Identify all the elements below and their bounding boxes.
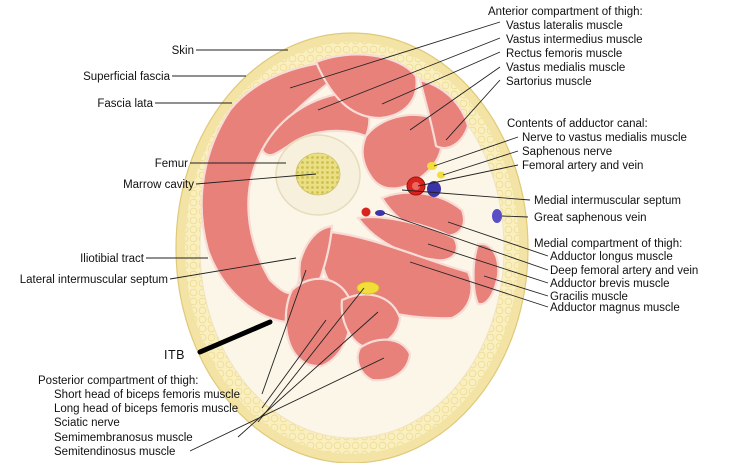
- great-saphenous-vein: [492, 209, 502, 223]
- label-saphenous-nerve: Saphenous nerve: [522, 146, 612, 158]
- marrow-cavity: [295, 152, 341, 196]
- label-sciatic-nerve: Sciatic nerve: [54, 417, 120, 429]
- label-deep-femoral: Deep femoral artery and vein: [550, 265, 698, 277]
- label-lateral-intermuscular-septum: Lateral intermuscular septum: [20, 274, 168, 286]
- label-adductor-magnus: Adductor magnus muscle: [550, 302, 680, 314]
- label-fascia-lata: Fascia lata: [97, 98, 153, 110]
- leader-lines: [146, 21, 549, 452]
- rectus-femoris-muscle: [314, 53, 418, 120]
- label-sartorius: Sartorius muscle: [506, 76, 592, 88]
- label-short-head-biceps: Short head of biceps femoris muscle: [54, 389, 240, 401]
- deep-femoral-artery: [361, 207, 371, 217]
- label-vastus-lateralis: Vastus lateralis muscle: [506, 20, 623, 32]
- long-head-biceps-femoris-muscle: [284, 277, 352, 368]
- label-vastus-medialis: Vastus medialis muscle: [506, 62, 625, 74]
- label-posterior-header: Posterior compartment of thigh:: [38, 375, 198, 387]
- label-superficial-fascia: Superficial fascia: [83, 71, 171, 83]
- label-long-head-biceps: Long head of biceps femoris muscle: [54, 403, 238, 415]
- label-great-saphenous-vein: Great saphenous vein: [534, 212, 647, 224]
- label-rectus-femoris: Rectus femoris muscle: [506, 48, 622, 60]
- muscle-group: [200, 53, 500, 382]
- label-semitendinosus: Semitendinosus muscle: [54, 446, 175, 458]
- label-semimembranosus: Semimembranosus muscle: [54, 432, 193, 444]
- label-itb: ITB: [164, 348, 185, 362]
- label-iliotibial-tract: Iliotibial tract: [80, 253, 145, 265]
- semitendinosus-muscle: [356, 338, 412, 382]
- label-marrow-cavity: Marrow cavity: [123, 179, 194, 191]
- label-gracilis: Gracilis muscle: [550, 291, 628, 303]
- label-vastus-intermedius: Vastus intermedius muscle: [506, 34, 643, 46]
- label-adductor-brevis: Adductor brevis muscle: [550, 278, 670, 290]
- label-femoral-artery-vein: Femoral artery and vein: [522, 160, 643, 172]
- label-femur: Femur: [155, 158, 188, 170]
- sartorius-muscle: [418, 78, 470, 150]
- label-nerve-to-vastus-medialis: Nerve to vastus medialis muscle: [522, 132, 687, 144]
- sciatic-nerve: [356, 281, 380, 295]
- label-medial-header: Medial compartment of thigh:: [534, 238, 682, 250]
- label-skin: Skin: [172, 45, 194, 57]
- label-anterior-header: Anterior compartment of thigh:: [488, 6, 643, 18]
- label-adductor-longus: Adductor longus muscle: [550, 251, 673, 263]
- deep-femoral-vein: [375, 210, 385, 216]
- nerve-to-vastus-medialis: [427, 162, 437, 170]
- itb-pointer-bar: [197, 319, 273, 355]
- semimembranosus-muscle: [340, 293, 402, 348]
- femoral-artery-lumen: [412, 182, 420, 190]
- label-medial-intermuscular-septum: Medial intermuscular septum: [534, 195, 681, 207]
- label-adductor-canal-header: Contents of adductor canal:: [507, 118, 648, 130]
- saphenous-nerve: [437, 171, 445, 179]
